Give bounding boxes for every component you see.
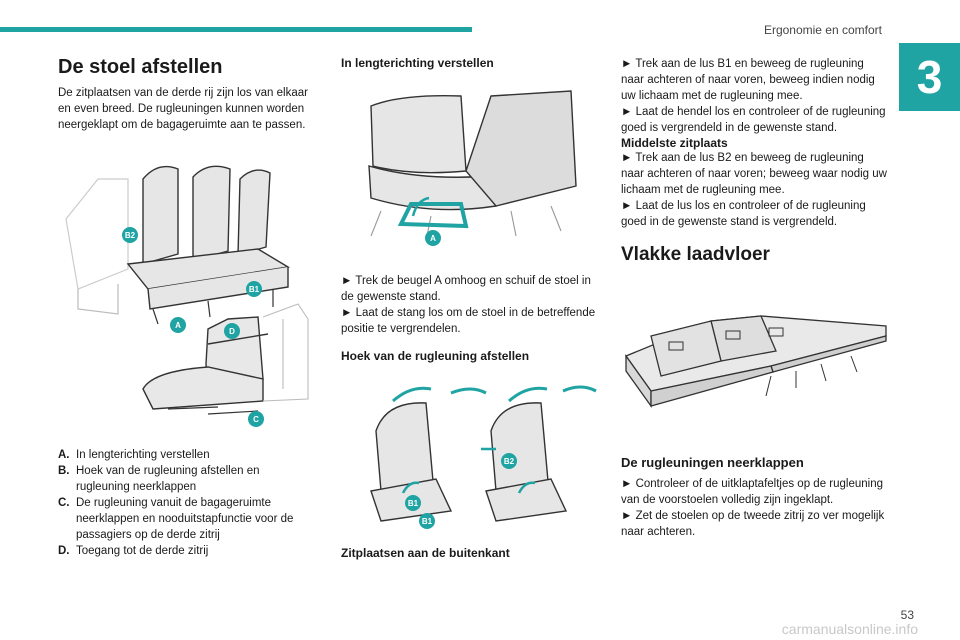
svg-text:C: C [253,415,259,424]
column-3: ► Trek aan de lus B1 en beweeg de rugleu… [621,56,887,540]
figure-label-a: A [425,230,441,246]
title-flat-floor: Vlakke laadvloer [621,244,770,265]
figure-label-a: A [170,317,186,333]
svg-text:D: D [229,327,235,336]
intro-text: De zitplaatsen van de derde rij zijn los… [58,87,308,131]
step-pull-b1: ► Trek aan de lus B1 en beweeg de rugleu… [621,58,875,102]
column-2: In lengterichting verstellen A ► Trek de… [341,56,603,560]
heading-backrest-angle: Hoek van de rugleuning afstellen [341,349,530,363]
svg-text:B2: B2 [125,231,136,240]
figure-label-b1: B1 [246,281,262,297]
figure-label-b2: B2 [501,453,517,469]
figure-label-b1-bottom: B1 [419,513,435,529]
figure-label-b1-left: B1 [405,495,421,511]
svg-text:A: A [430,234,436,243]
caption-outer-seats: Zitplaatsen aan de buitenkant [341,546,510,560]
length-adjust-figure: A [368,90,577,246]
svg-text:A: A [175,321,181,330]
legend-item: C.De rugleuning vanuit de bagageruimte n… [58,497,294,541]
svg-text:B2: B2 [504,457,515,466]
chapter-badge: 3 [899,43,960,111]
figure-label-b2: B2 [122,227,138,243]
figure-label-d: D [224,323,240,339]
svg-text:B1: B1 [249,285,260,294]
page-number: 53 [900,608,914,622]
figure-legend: A.In lengterichting verstellen B.Hoek va… [58,447,316,559]
heading-fold-backrests: De rugleuningen neerklappen [621,455,804,470]
step-release-bar: ► Laat de stang los om de stoel in de be… [341,307,596,335]
legend-item: A.In lengterichting verstellen [58,449,210,461]
heading-length-adjust: In lengterichting verstellen [341,56,494,70]
step-check-tables: ► Controleer of de uitklaptafeltjes op d… [621,478,883,506]
flat-floor-figure [624,315,887,409]
legend-item: D.Toegang tot de derde zitrij [58,545,209,557]
page-title: De stoel afstellen [58,56,223,78]
backrest-figure: B1 B1 B2 [370,385,597,529]
seats-figure: B2 B1 A D C [65,165,309,427]
column-1: De stoel afstellen De zitplaatsen van de… [58,56,316,559]
section-title: Ergonomie en comfort [763,23,882,37]
watermark-text: carmanualsonline.info [781,621,918,637]
step-pull-bar: ► Trek de beugel A omhoog en schuif de s… [341,275,591,303]
heading-middle-seat: Middelste zitplaats [621,136,728,150]
step-move-seats-back: ► Zet de stoelen op de tweede zitrij zo … [621,510,885,538]
legend-item: B.Hoek van de rugleuning afstellen en ru… [58,465,260,493]
svg-text:B1: B1 [408,499,419,508]
svg-text:B1: B1 [422,517,433,526]
top-accent-bar [0,27,472,32]
step-release-loop: ► Laat de lus los en controleer of de ru… [621,200,866,228]
step-pull-b2: ► Trek aan de lus B2 en beweeg de rugleu… [621,152,887,196]
step-release-lever: ► Laat de hendel los en controleer of de… [621,106,886,134]
figure-label-c: C [248,411,264,427]
